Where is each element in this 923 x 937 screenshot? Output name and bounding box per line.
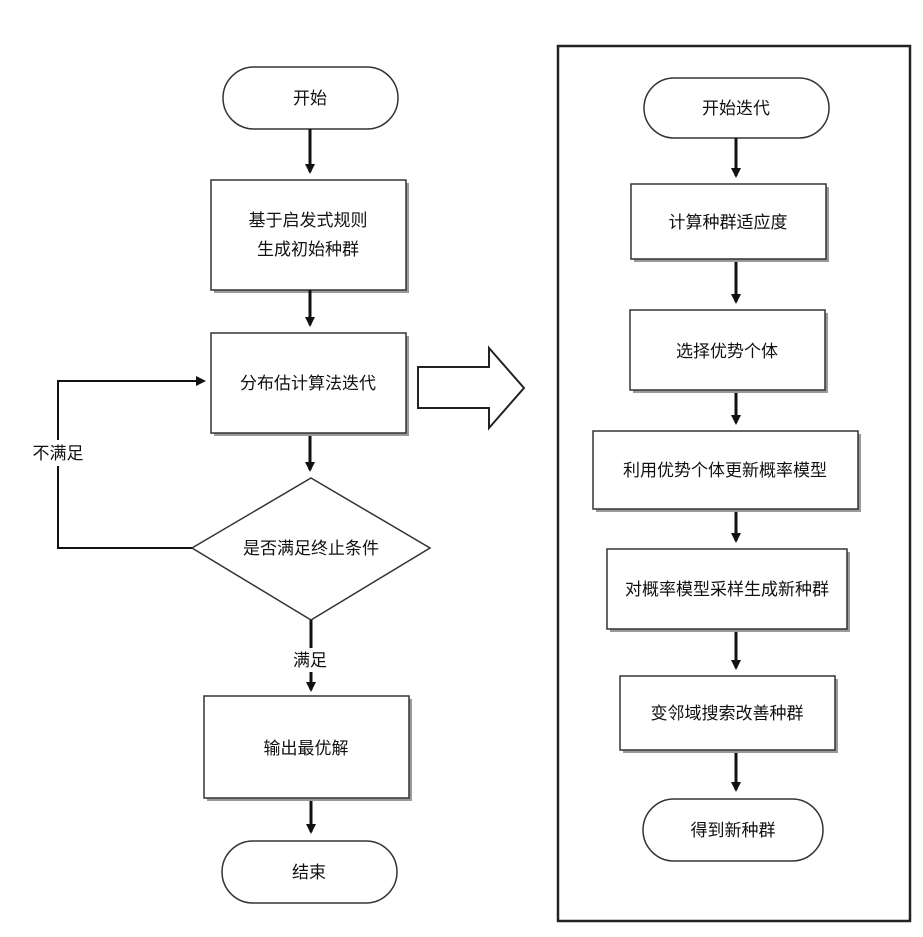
decision-label: 是否满足终止条件 — [243, 539, 379, 559]
select-label: 选择优势个体 — [676, 342, 778, 362]
expand-arrow — [418, 348, 524, 428]
termination-decision: 是否满足终止条件 — [192, 478, 430, 620]
start-terminal: 开始 — [223, 67, 398, 129]
result-terminal: 得到新种群 — [643, 799, 823, 861]
update-label: 利用优势个体更新概率模型 — [623, 461, 827, 481]
sample-box: 对概率模型采样生成新种群 — [607, 549, 850, 632]
init-label-line1: 基于启发式规则 — [249, 211, 368, 231]
output-label: 输出最优解 — [264, 739, 349, 759]
end-terminal: 结束 — [222, 841, 397, 903]
satisfied-label: 满足 — [293, 651, 327, 671]
sample-label: 对概率模型采样生成新种群 — [625, 580, 829, 600]
vns-label: 变邻域搜索改善种群 — [651, 704, 804, 724]
start-iteration-label: 开始迭代 — [702, 99, 770, 119]
fitness-label: 计算种群适应度 — [669, 213, 788, 233]
output-best-box: 输出最优解 — [204, 696, 412, 801]
eda-iteration-box: 分布估计算法迭代 — [211, 333, 409, 436]
start-label: 开始 — [293, 89, 327, 109]
select-box: 选择优势个体 — [630, 310, 828, 393]
vns-box: 变邻域搜索改善种群 — [620, 676, 838, 753]
end-label: 结束 — [292, 863, 326, 883]
start-iteration-terminal: 开始迭代 — [644, 78, 829, 138]
update-model-box: 利用优势个体更新概率模型 — [593, 431, 861, 512]
result-label: 得到新种群 — [691, 821, 776, 841]
init-label-line2: 生成初始种群 — [257, 240, 359, 260]
fitness-box: 计算种群适应度 — [631, 184, 829, 262]
init-population-box: 基于启发式规则 生成初始种群 — [211, 180, 409, 293]
not-satisfied-label: 不满足 — [33, 444, 84, 464]
iterate-label: 分布估计算法迭代 — [240, 374, 376, 394]
